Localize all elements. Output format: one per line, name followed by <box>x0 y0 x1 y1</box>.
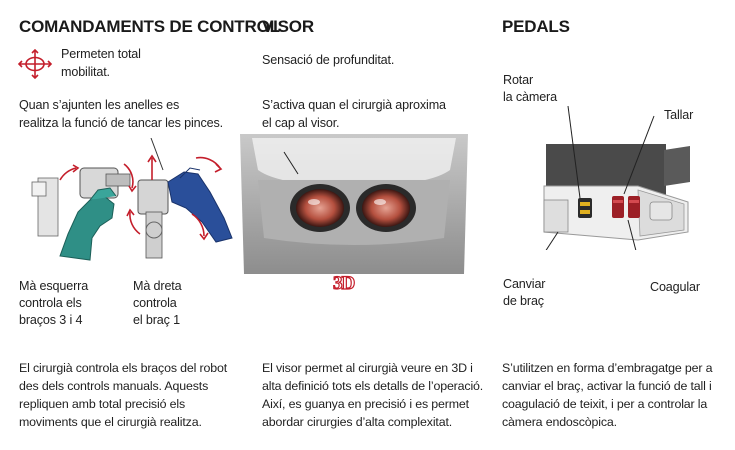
hand-controls-illustration <box>31 138 233 261</box>
viewer-illustration <box>240 134 468 274</box>
mobility-text: Permeten total mobilitat. <box>61 47 141 79</box>
cut-label: Tallar <box>664 108 694 122</box>
move-cross-icon <box>17 49 53 79</box>
depth-text: Sensació de profunditat. <box>262 53 395 67</box>
controls-title: COMANDAMENTS DE CONTROL <box>19 17 280 36</box>
switch-arm-label: Canviar de braç <box>503 277 546 308</box>
rotate-camera-label: Rotar la càmera <box>503 73 557 104</box>
pedals-title: PEDALS <box>502 17 570 36</box>
controls-description: El cirurgià controla els braços del robo… <box>19 361 228 429</box>
right-hand-text: Mà dreta controla el braç 1 <box>133 279 182 327</box>
viewer-title: VISOR <box>262 17 314 36</box>
coagulate-label: Coagular <box>650 280 700 294</box>
viewer-description: El visor permet al cirurgià veure en 3D … <box>262 361 484 429</box>
left-hand-text: Mà esquerra controla els braços 3 i 4 <box>19 279 89 327</box>
pedals-illustration <box>543 106 690 250</box>
activate-text: S’activa quan el cirurgià aproxima el ca… <box>262 98 446 130</box>
badge-3d: 3D <box>332 272 355 294</box>
pedals-description: S’utilitzen en forma d’embragatge per a … <box>502 361 713 429</box>
rings-text: Quan s’ajunten les anelles es realitza l… <box>19 98 224 130</box>
